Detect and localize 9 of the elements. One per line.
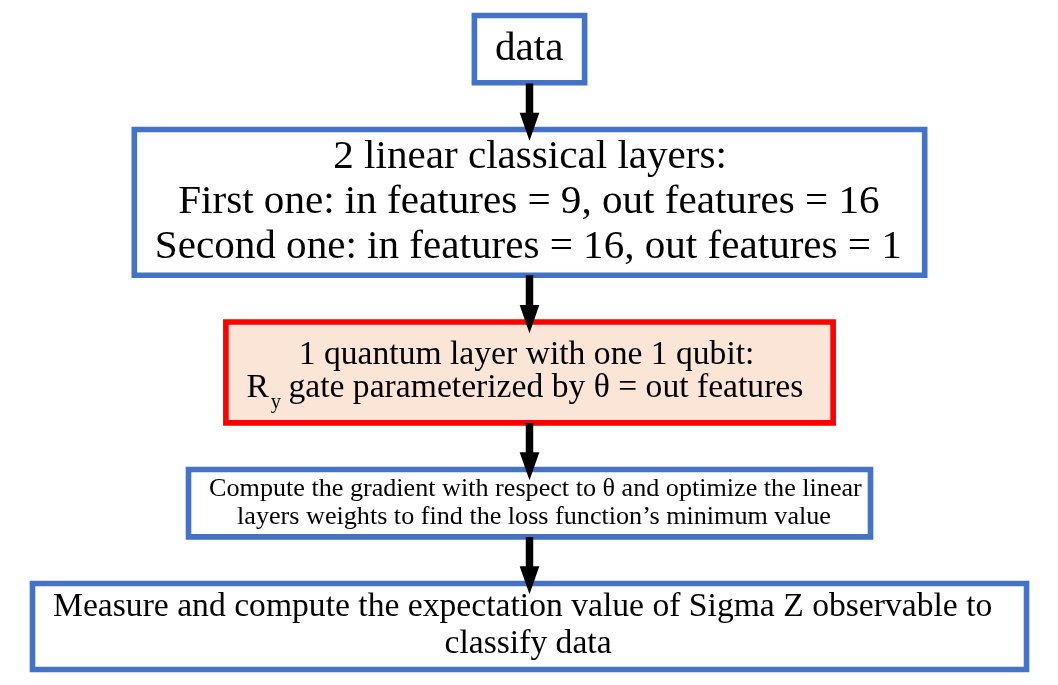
node-box: data bbox=[471, 12, 587, 86]
node-box: Measure and compute the expectation value of Sigma Z observable to classify data bbox=[29, 580, 1029, 673]
node-box: 1 quantum layer with one 1 qubit: R$_{y}$ gate parameterized by θ = out features bbox=[222, 319, 836, 426]
node-box: Compute the gradient with respect to θ and optimize the linear layers weights to find the loss function’s minimum value bbox=[185, 466, 873, 540]
arrow bbox=[519, 423, 539, 481]
arrow bbox=[519, 83, 539, 141]
arrow bbox=[519, 537, 539, 595]
node-box: 2 linear classical layers: First one: in features = 9, out features = 16 Second one: in features = 16, out features = 1 bbox=[131, 126, 927, 279]
arrow bbox=[519, 275, 539, 334]
